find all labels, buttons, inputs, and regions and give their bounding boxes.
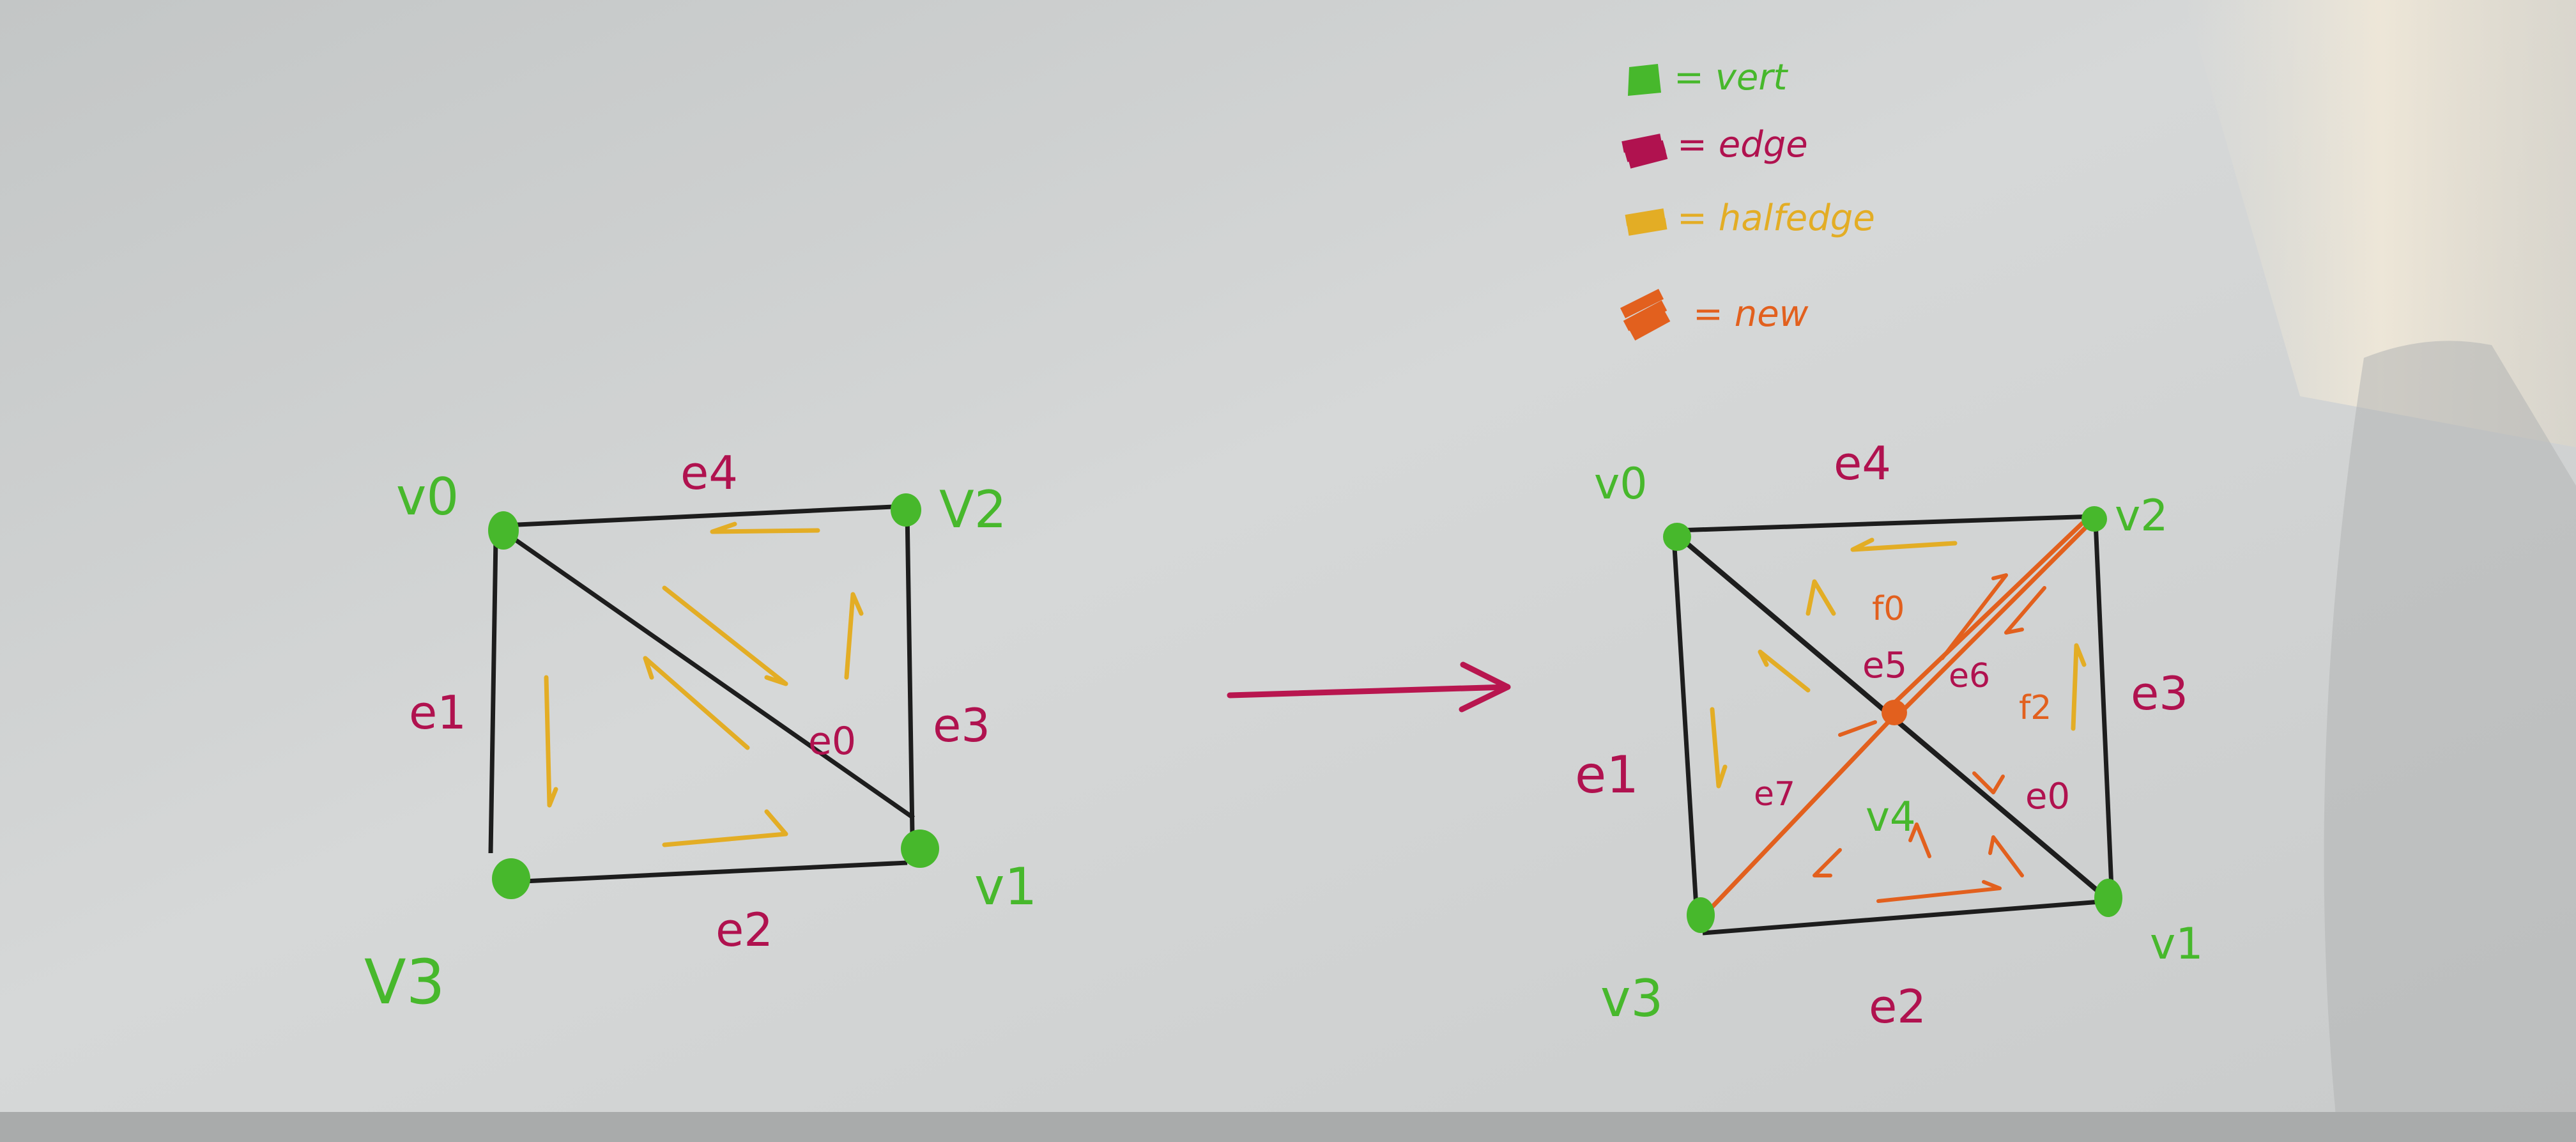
after-vertex-v2-dot <box>2082 506 2107 532</box>
halfedge-arrow <box>1710 707 1728 789</box>
before-label-v3: V3 <box>364 946 445 1018</box>
after-vertex-v4-dot <box>1882 700 1907 725</box>
arrow-shaft <box>1227 684 1511 698</box>
legend-edge-swatch <box>1621 134 1668 169</box>
after-label-f2: f2 <box>2019 689 2051 727</box>
after-edge-e2-line <box>1702 899 2109 936</box>
before-label-e3: e3 <box>933 698 990 752</box>
before-vertex-v0-dot <box>488 511 519 550</box>
after-label-e1: e1 <box>1575 745 1639 805</box>
after-label-e0: e0 <box>2025 776 2070 817</box>
halfedge-arrow <box>710 521 820 534</box>
screen-bezel <box>0 1112 2576 1142</box>
legend-edge-label: = edge <box>1677 124 1808 166</box>
new-halfedge-arrow <box>1838 720 1877 737</box>
legend-halfedge-entry: = halfedge <box>1625 197 1875 239</box>
before-vertices <box>488 493 939 899</box>
before-label-v1: v1 <box>974 857 1037 916</box>
after-label-e5: e5 <box>1862 645 1907 686</box>
new-halfedge-arrow <box>1908 822 1931 858</box>
new-halfedge-arrow <box>2004 586 2046 635</box>
after-label-e7: e7 <box>1754 775 1795 814</box>
after-edge-e1-line <box>1671 536 1699 908</box>
before-labels: v0 V2 v1 V3 e4 e1 e2 e3 e0 <box>364 446 1037 1018</box>
before-halfedges <box>544 521 864 847</box>
legend-edge-entry: = edge <box>1621 124 1808 169</box>
before-vertex-v1-dot <box>901 829 939 868</box>
legend-new-swatch <box>1620 288 1671 341</box>
after-vertex-v3-dot <box>1687 897 1715 933</box>
before-label-v0: v0 <box>396 467 459 527</box>
legend-vert-swatch <box>1628 64 1661 96</box>
new-halfedge-arrow <box>1972 771 2005 794</box>
legend: = vert = edge = halfedge = new <box>1620 57 1875 341</box>
after-edge-e5-line <box>1892 521 2085 705</box>
halfedge-arrow <box>1758 649 1811 693</box>
new-halfedge-arrow <box>1940 573 2008 660</box>
after-label-v4: v4 <box>1866 794 1916 841</box>
before-edge-e2-line <box>510 860 908 884</box>
halfedge-arrow <box>2071 643 2087 731</box>
legend-new-label: = new <box>1693 293 1809 335</box>
legend-halfedge-label: = halfedge <box>1677 197 1875 239</box>
legend-vert-label: = vert <box>1674 57 1788 98</box>
after-edge-e6-line <box>1902 522 2091 711</box>
legend-vert-entry: = vert <box>1628 57 1788 98</box>
before-edges <box>488 504 916 884</box>
before-label-v2: V2 <box>939 480 1007 539</box>
after-vertex-v0-dot <box>1663 523 1691 551</box>
after-label-e3: e3 <box>2131 667 2188 720</box>
after-label-e6: e6 <box>1949 657 1990 695</box>
halfedge-arrow <box>544 675 558 808</box>
transform-arrow <box>1227 661 1511 713</box>
after-label-v1: v1 <box>2150 919 2204 969</box>
before-diagram: v0 V2 v1 V3 e4 e1 e2 e3 e0 <box>364 446 1037 1018</box>
after-vertex-v1-dot <box>2094 879 2122 917</box>
halfedge-arrow <box>1850 537 1958 552</box>
halfedge-arrow <box>844 592 864 680</box>
before-label-e1: e1 <box>409 686 466 739</box>
after-labels: v0 v2 v1 v3 v4 e4 e1 e2 e3 e0 e5 e6 e7 f… <box>1575 436 2204 1033</box>
new-halfedge-arrow <box>1988 835 2024 877</box>
legend-halfedge-swatch <box>1625 208 1667 236</box>
after-edge-e3-line <box>2093 520 2114 889</box>
before-vertex-v3-dot <box>492 858 530 899</box>
new-halfedge-arrow <box>1813 848 1842 877</box>
legend-new-entry: = new <box>1620 288 1809 341</box>
before-edge-e0-line <box>509 535 916 820</box>
after-new-halfedges <box>1813 573 2046 903</box>
after-label-e4: e4 <box>1834 436 1891 490</box>
before-edge-e4-line <box>504 504 908 528</box>
after-edge-e7-line <box>1698 714 1896 922</box>
before-label-e4: e4 <box>680 446 738 500</box>
before-label-e0: e0 <box>808 719 856 764</box>
after-label-v2: v2 <box>2115 491 2168 541</box>
after-halfedges <box>1710 537 2087 789</box>
light-glare <box>2185 0 2576 447</box>
before-label-e2: e2 <box>716 903 773 957</box>
before-vertex-v2-dot <box>891 493 921 527</box>
before-edge-e3-line <box>905 511 915 835</box>
new-halfedge-arrow <box>1876 880 2002 903</box>
halfedge-arrow <box>662 585 788 686</box>
halfedge-arrow <box>643 656 750 750</box>
before-edge-e1-line <box>488 537 498 854</box>
after-label-v0: v0 <box>1594 459 1648 509</box>
halfedge-arrow <box>1805 579 1836 616</box>
arrow-head <box>1459 661 1511 713</box>
after-diagram: v0 v2 v1 v3 v4 e4 e1 e2 e3 e0 e5 e6 e7 f… <box>1575 436 2204 1033</box>
after-label-f0: f0 <box>1872 590 1905 628</box>
after-new-edges <box>1698 521 2091 922</box>
after-vertices <box>1663 506 2122 933</box>
shadow <box>2324 341 2576 1142</box>
after-label-v3: v3 <box>1600 969 1663 1028</box>
halfedge-arrow <box>662 809 788 847</box>
after-label-e2: e2 <box>1869 980 1926 1033</box>
after-edge-e4-line <box>1676 514 2096 533</box>
